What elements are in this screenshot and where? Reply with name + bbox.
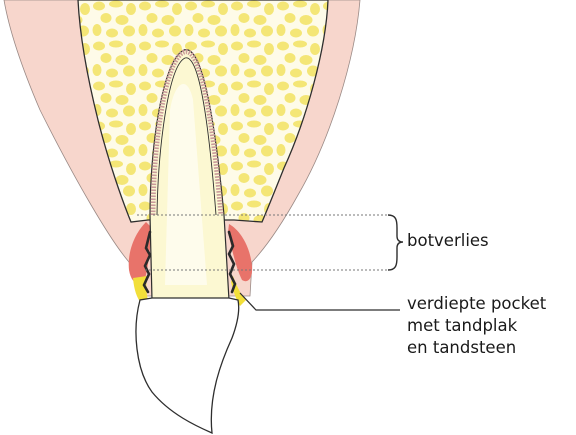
tooth-crown (136, 298, 239, 433)
pocket-label: verdiepte pocket met tandplak en tandste… (407, 294, 546, 360)
bone-loss-brace (388, 215, 403, 270)
pocket-label-line-2: met tandplak (407, 316, 546, 338)
bone-loss-label: botverlies (407, 231, 489, 251)
pocket-label-line-3: en tandsteen (407, 338, 546, 360)
pocket-leader-line (240, 293, 400, 310)
pocket-label-line-1: verdiepte pocket (407, 294, 546, 316)
